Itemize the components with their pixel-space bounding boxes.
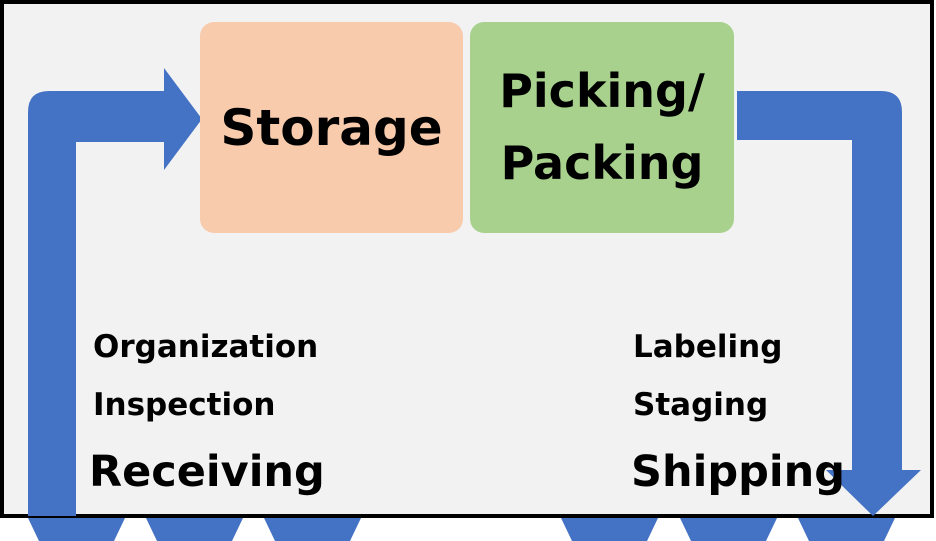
- dock-door-icon: [561, 518, 658, 541]
- picking-packing-box: Picking/ Packing: [470, 22, 734, 233]
- dock-door-icon: [28, 518, 125, 541]
- receiving-step-inspection: Inspection: [93, 387, 276, 423]
- storage-box: Storage: [200, 22, 463, 233]
- picking-packing-label: Picking/ Packing: [499, 64, 705, 190]
- dock-door-icon: [264, 518, 361, 541]
- packing-to-shipping-arrow: [737, 91, 921, 516]
- shipping-heading: Shipping: [631, 447, 846, 497]
- receiving-to-storage-arrow: [28, 68, 202, 516]
- shipping-step-labeling: Labeling: [633, 329, 783, 365]
- storage-label: Storage: [220, 98, 443, 157]
- receiving-step-organization: Organization: [93, 329, 319, 365]
- receiving-heading: Receiving: [89, 447, 325, 497]
- dock-door-icon: [680, 518, 777, 541]
- receiving-dock-doors: [28, 518, 361, 541]
- dock-door-icon: [146, 518, 243, 541]
- shipping-dock-doors: [561, 518, 895, 541]
- dock-door-icon: [798, 518, 895, 541]
- shipping-step-staging: Staging: [633, 387, 769, 423]
- diagram-panel: [0, 0, 934, 518]
